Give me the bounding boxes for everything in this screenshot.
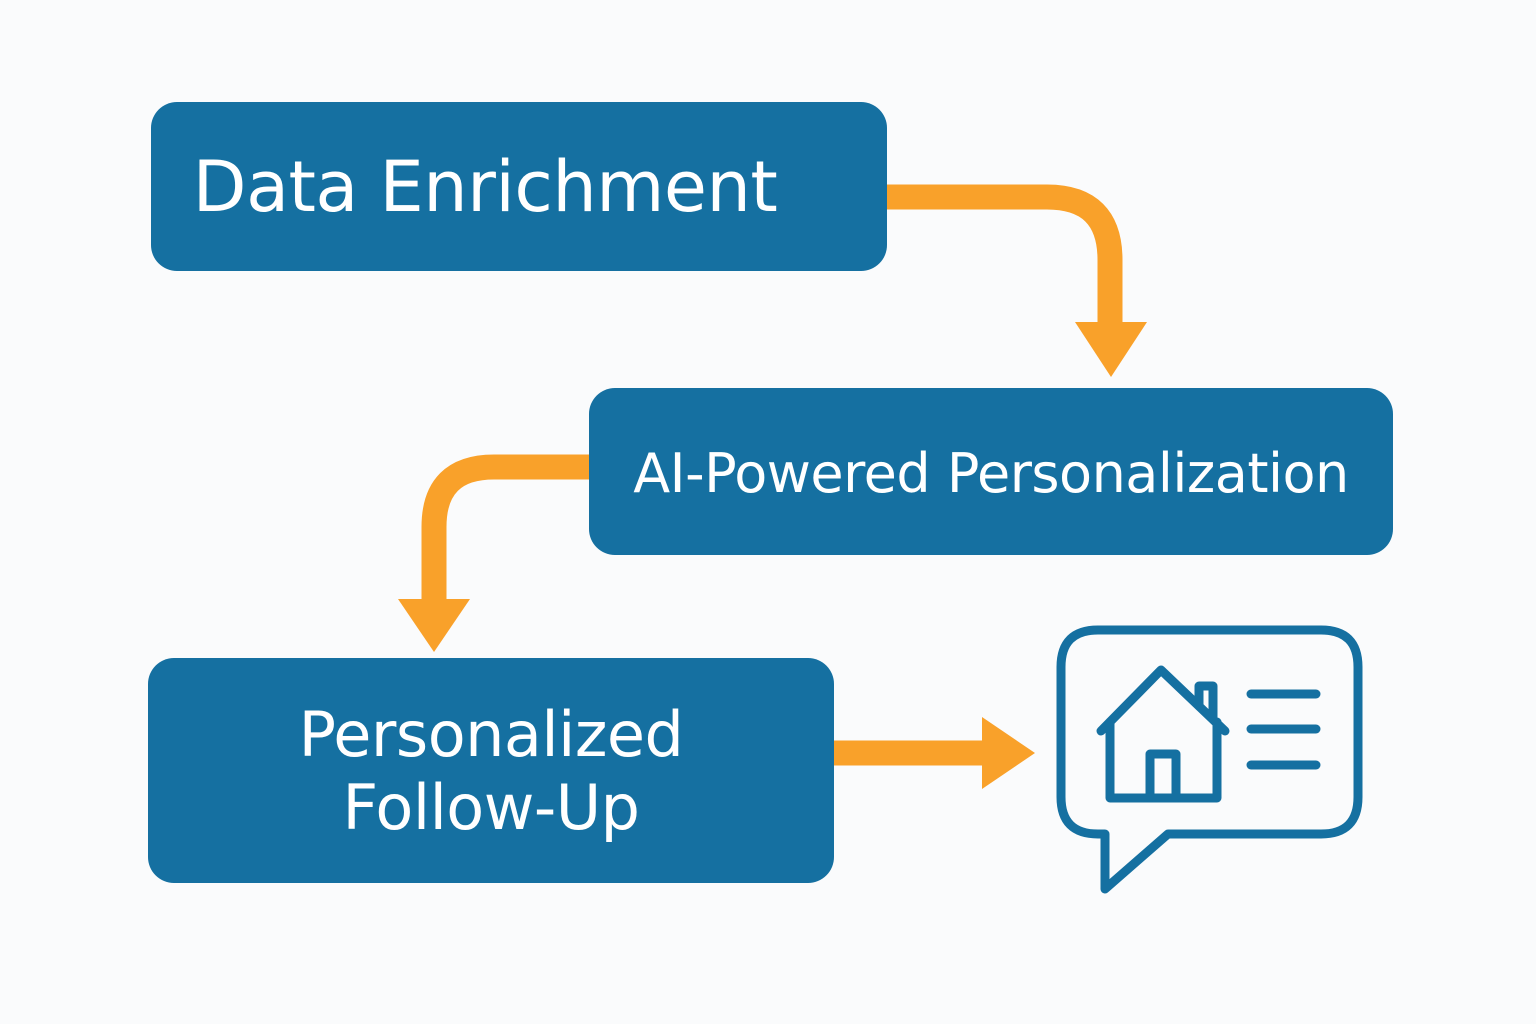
arrow-line <box>421 454 589 606</box>
step-label-line2: Follow-Up <box>342 770 640 844</box>
house-chimney <box>1194 681 1218 723</box>
arrow-head-down-icon <box>398 599 470 652</box>
house-door <box>1145 749 1181 803</box>
arrow-line <box>887 184 1123 330</box>
house-roof <box>1096 665 1230 736</box>
step-label: Data Enrichment <box>192 145 778 228</box>
arrow-step3-to-icon <box>834 717 1035 789</box>
arrow-step1-to-step2 <box>887 184 1147 377</box>
step-ai-powered-personalization: AI-Powered Personalization <box>589 388 1393 555</box>
home-message-bubble-icon <box>1056 625 1363 894</box>
step-personalized-follow-up: Personalized Follow-Up <box>148 658 834 883</box>
arrow-head-right-icon <box>982 717 1035 789</box>
step-label-line1: Personalized <box>298 697 684 771</box>
house-walls <box>1105 717 1222 803</box>
speech-bubble-outline <box>1056 625 1363 894</box>
arrow-step2-to-step3 <box>398 454 589 652</box>
step-data-enrichment: Data Enrichment <box>151 102 887 271</box>
step-label: AI-Powered Personalization <box>633 442 1349 505</box>
arrow-head-down-icon <box>1075 322 1147 377</box>
